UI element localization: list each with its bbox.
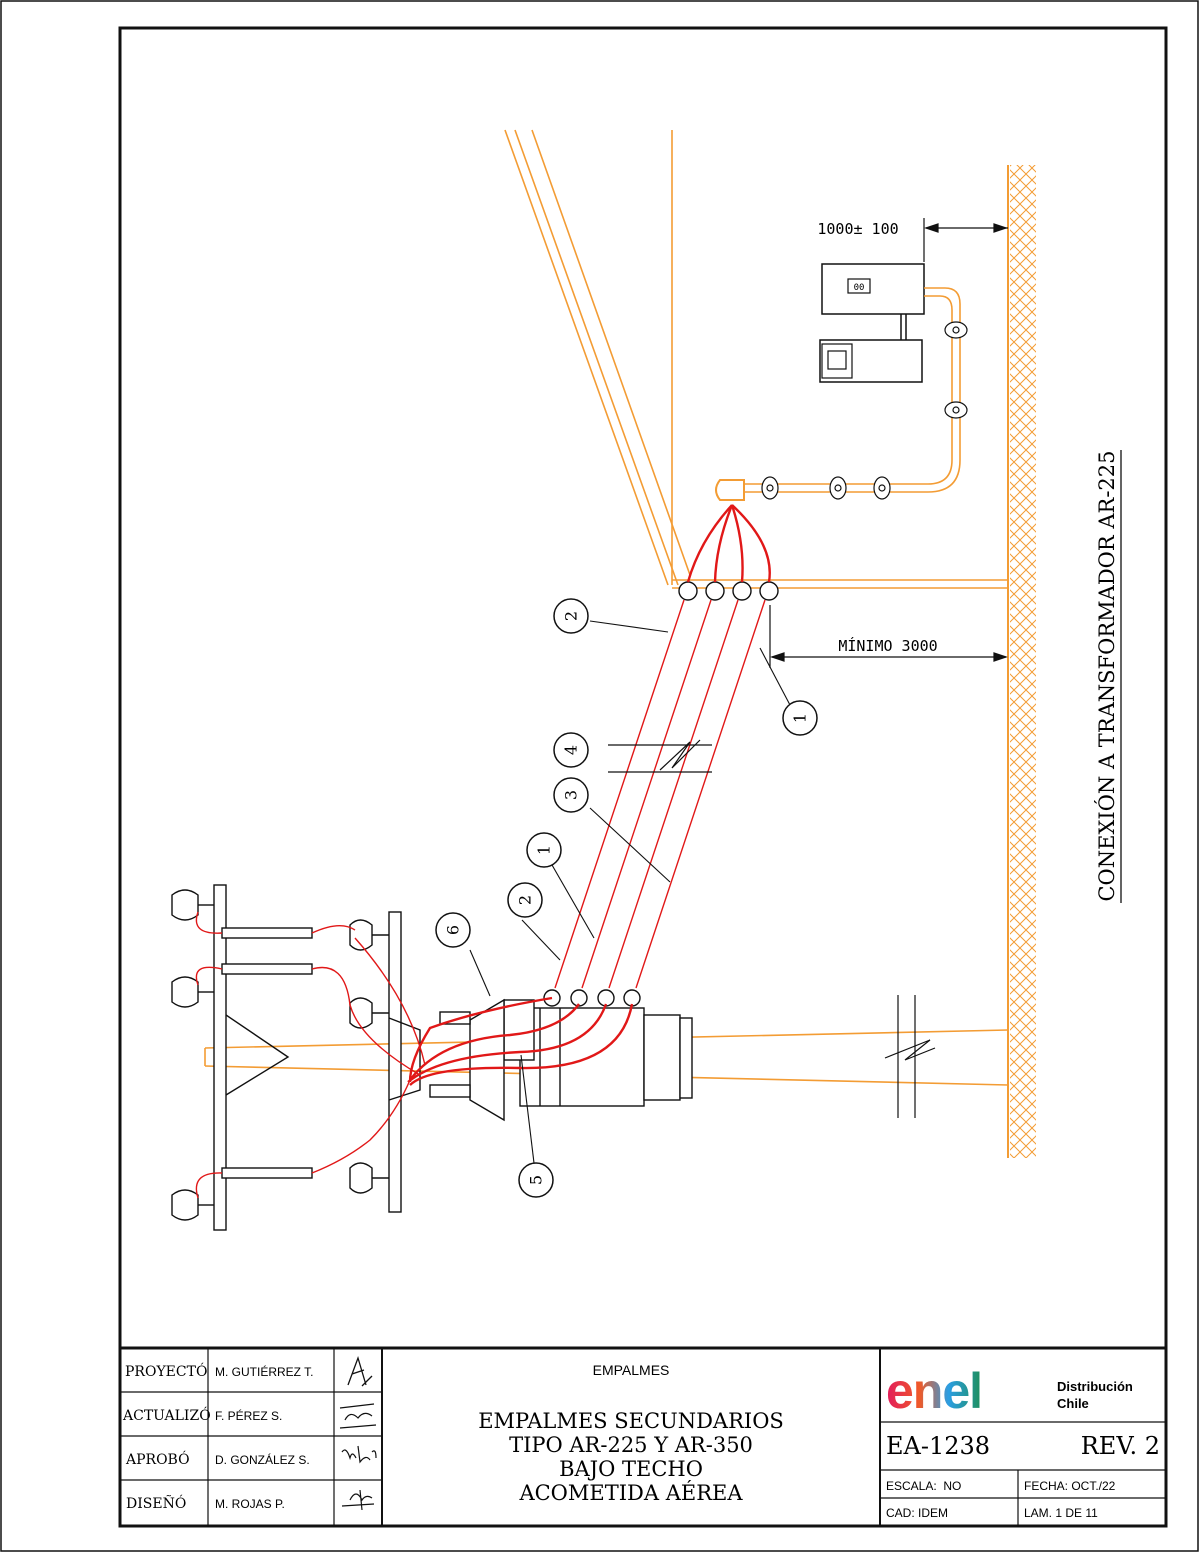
svg-text:M. GUTIÉRREZ T.: M. GUTIÉRREZ T. <box>215 1364 313 1379</box>
svg-text:D. GONZÁLEZ S.: D. GONZÁLEZ S. <box>215 1452 310 1467</box>
signature-diseno <box>341 1489 375 1511</box>
svg-text:2: 2 <box>516 895 535 905</box>
callout-3: 3 <box>553 777 589 813</box>
brand-text: Distribución Chile <box>1057 1379 1133 1411</box>
svg-text:CONEXIÓN A TRANSFORMADOR AR-22: CONEXIÓN A TRANSFORMADOR AR-225 <box>1094 450 1119 901</box>
transformer-bushings <box>543 989 641 1007</box>
svg-text:4: 4 <box>562 745 581 755</box>
svg-text:6: 6 <box>444 925 463 935</box>
dimension-top <box>923 218 1008 262</box>
roof-insulators <box>678 581 779 601</box>
svg-text:ACTUALIZÓ: ACTUALIZÓ <box>122 1406 211 1424</box>
drop-conductors <box>686 504 771 583</box>
service-conduit <box>744 287 961 493</box>
title-line-4: ACOMETIDA AÉREA <box>518 1481 743 1505</box>
cad-field: CAD: IDEM <box>886 1506 948 1520</box>
callout-2a: 2 <box>553 598 589 634</box>
signature-aprobo <box>341 1445 377 1464</box>
signature-actualizo <box>339 1403 377 1429</box>
signature-proyecto <box>347 1355 373 1387</box>
svg-text:1: 1 <box>791 713 810 723</box>
service-head <box>715 479 745 501</box>
primary-jumpers <box>195 911 426 1199</box>
svg-text:DISEÑÓ: DISEÑÓ <box>126 1494 186 1512</box>
meter-box: 00 <box>821 263 925 340</box>
role-row-diseno: DISEÑÓ M. ROJAS P. <box>126 1494 285 1512</box>
svg-text:F. PÉREZ S.: F. PÉREZ S. <box>215 1408 282 1423</box>
svg-text:3: 3 <box>562 790 581 800</box>
drawing-frame <box>118 26 1168 1528</box>
enel-logo: enel <box>886 1363 983 1419</box>
svg-text:5: 5 <box>527 1175 546 1185</box>
callout-5: 5 <box>518 1162 554 1198</box>
title-block <box>120 1346 1166 1526</box>
fecha-field: FECHA: OCT./22 <box>1024 1479 1116 1493</box>
breaker-box <box>819 339 923 383</box>
conduit-clamps <box>761 321 968 500</box>
svg-text:enel: enel <box>886 1363 982 1419</box>
span-break <box>608 739 712 773</box>
title-line-2: TIPO AR-225 Y AR-350 <box>509 1433 753 1457</box>
lamina-field: LAM. 1 DE 11 <box>1024 1506 1098 1520</box>
pole-break <box>884 995 936 1118</box>
vertical-title: CONEXIÓN A TRANSFORMADOR AR-225 <box>1094 450 1122 903</box>
revision: REV. 2 <box>1081 1432 1160 1460</box>
svg-text:00: 00 <box>854 283 865 293</box>
svg-text:M. ROJAS P.: M. ROJAS P. <box>215 1497 285 1511</box>
roof-structure <box>504 129 1008 589</box>
aerial-conductors <box>554 599 766 989</box>
title-line-1: EMPALMES SECUNDARIOS <box>478 1409 784 1433</box>
dimension-minimum <box>769 605 1008 668</box>
category-label: EMPALMES <box>593 1362 670 1378</box>
title-line-3: BAJO TECHO <box>559 1457 703 1481</box>
secondary-jumpers <box>407 996 634 1086</box>
svg-text:Chile: Chile <box>1057 1396 1089 1411</box>
role-row-proyecto: PROYECTÓ M. GUTIÉRREZ T. <box>125 1362 313 1380</box>
callout-2b: 2 <box>507 882 543 918</box>
svg-text:1: 1 <box>535 845 554 855</box>
wiring-diagram: 00 1000± 1 <box>171 129 1036 1231</box>
drawing-title: EMPALMES SECUNDARIOS TIPO AR-225 Y AR-35… <box>478 1409 784 1505</box>
pole-insulators <box>171 889 389 1221</box>
svg-text:Distribución: Distribución <box>1057 1379 1133 1394</box>
escala-field: ESCALA: NO <box>886 1479 961 1493</box>
transformer <box>429 998 693 1122</box>
callout-4: 4 <box>553 732 589 768</box>
svg-text:PROYECTÓ: PROYECTÓ <box>125 1362 207 1380</box>
crossarm-assembly <box>213 884 421 1231</box>
role-row-actualizo: ACTUALIZÓ F. PÉREZ S. <box>122 1406 282 1424</box>
callout-1a: 1 <box>782 700 818 736</box>
leader-lines <box>469 620 791 1164</box>
dimension-minimum-label: MÍNIMO 3000 <box>838 636 937 655</box>
drawing-number: EA-1238 <box>886 1432 990 1460</box>
callout-1b: 1 <box>526 832 562 868</box>
dimension-top-label: 1000± 100 <box>817 220 898 238</box>
role-row-aprobo: APROBÓ D. GONZÁLEZ S. <box>125 1450 310 1468</box>
callout-6: 6 <box>435 912 471 948</box>
building-wall <box>1007 165 1036 1158</box>
svg-text:APROBÓ: APROBÓ <box>125 1450 190 1468</box>
svg-text:2: 2 <box>562 611 581 621</box>
